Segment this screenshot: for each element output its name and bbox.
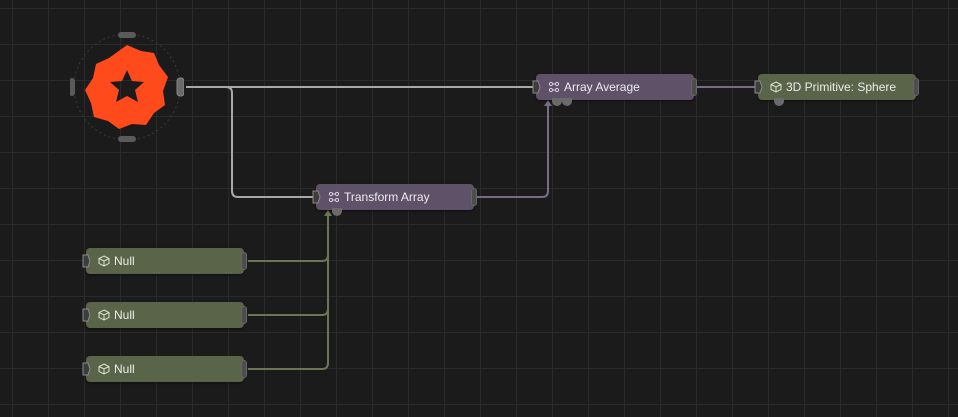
input-port[interactable]	[82, 254, 91, 268]
input-port[interactable]	[532, 80, 541, 94]
array-average-node[interactable]: Array Average	[532, 74, 697, 106]
bottom-port[interactable]	[562, 98, 572, 106]
node-label: 3D Primitive: Sphere	[786, 80, 897, 94]
node-label: Null	[114, 254, 135, 268]
wire-null2-to-transform	[248, 214, 329, 316]
input-port[interactable]	[82, 362, 91, 376]
sphere-node[interactable]: 3D Primitive: Sphere	[754, 74, 919, 106]
output-port[interactable]	[241, 360, 247, 378]
cube-icon	[98, 363, 110, 375]
null-node-3[interactable]: Null	[82, 356, 247, 382]
wire-logo-to-transform-array	[186, 86, 314, 198]
logo-node[interactable]	[69, 30, 185, 144]
output-port[interactable]	[913, 78, 919, 96]
cube-icon	[770, 81, 782, 93]
null-node-2[interactable]: Null	[82, 302, 247, 328]
array-icon	[328, 191, 340, 203]
cube-icon	[98, 255, 110, 267]
output-port[interactable]	[471, 188, 477, 206]
output-port[interactable]	[241, 306, 247, 324]
bottom-port[interactable]	[552, 98, 562, 106]
array-icon	[548, 81, 560, 93]
node-label: Array Average	[564, 80, 640, 94]
gear-logo-icon	[69, 32, 185, 142]
input-port[interactable]	[312, 190, 321, 204]
wire-arrow-array-average	[544, 100, 552, 106]
wire-arrow-transform	[324, 210, 332, 216]
wire-null1-to-transform	[248, 214, 329, 262]
output-port[interactable]	[691, 78, 697, 96]
cube-icon	[98, 309, 110, 321]
node-label: Null	[114, 362, 135, 376]
wire-transform-to-array-average	[476, 104, 549, 198]
input-port[interactable]	[82, 308, 91, 322]
wire-null3-to-transform	[248, 214, 329, 370]
node-label: Transform Array	[344, 190, 430, 204]
node-label: Null	[114, 308, 135, 322]
bottom-port[interactable]	[774, 98, 784, 106]
transform-array-node[interactable]: Transform Array	[312, 184, 477, 216]
input-port[interactable]	[754, 80, 763, 94]
null-node-1[interactable]: Null	[82, 248, 247, 274]
bottom-port[interactable]	[332, 208, 342, 216]
output-port[interactable]	[241, 252, 247, 270]
